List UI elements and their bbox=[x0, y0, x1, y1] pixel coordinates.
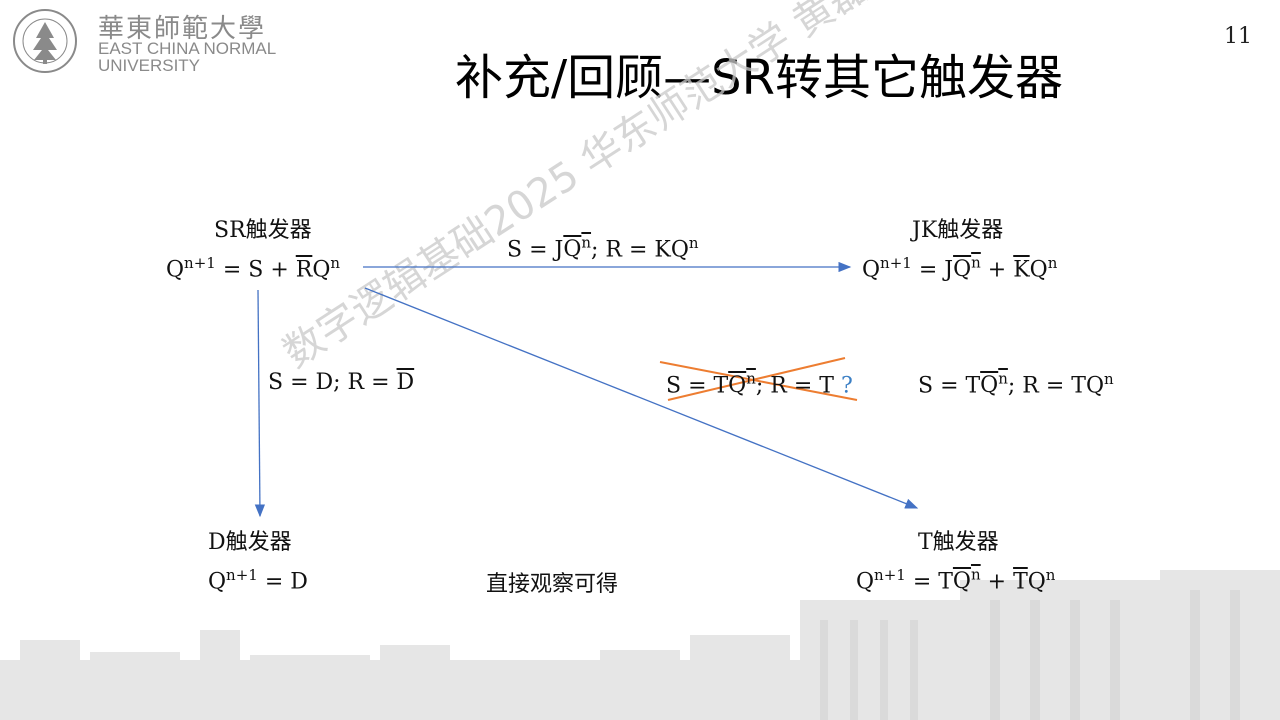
university-seal-logo bbox=[13, 9, 77, 73]
sr-to-t-condition: S = TQn; R = TQn bbox=[918, 370, 1114, 399]
jk-equation: Qn+1 = JQn + KQn bbox=[862, 254, 1058, 283]
sr-to-t-crossed-condition: S = TQn; R = T ? bbox=[666, 370, 853, 399]
campus-skyline-background bbox=[0, 570, 1280, 720]
logo-english-name: EAST CHINA NORMAL UNIVERSITY bbox=[98, 39, 277, 75]
sr-to-d-condition: S = D; R = D bbox=[268, 370, 415, 395]
t-flipflop-label: T触发器 bbox=[918, 530, 999, 555]
slide-title: 补充/回顾—SR转其它触发器 bbox=[455, 50, 1063, 106]
t-equation: Qn+1 = TQn + TQn bbox=[856, 566, 1056, 595]
sr-equation: Qn+1 = S + RQn bbox=[166, 254, 341, 283]
sr-flipflop-label: SR触发器 bbox=[214, 218, 312, 243]
d-equation: Qn+1 = D bbox=[208, 566, 308, 595]
page-number: 11 bbox=[1224, 24, 1252, 49]
direct-observation-note: 直接观察可得 bbox=[486, 572, 619, 597]
sr-to-jk-condition: S = JQn; R = KQn bbox=[507, 234, 699, 263]
logo-chinese-name: 華東師範大學 bbox=[98, 14, 267, 44]
jk-flipflop-label: JK触发器 bbox=[912, 218, 1004, 243]
arrow-sr-to-d bbox=[254, 289, 266, 518]
d-flipflop-label: D触发器 bbox=[208, 530, 292, 555]
